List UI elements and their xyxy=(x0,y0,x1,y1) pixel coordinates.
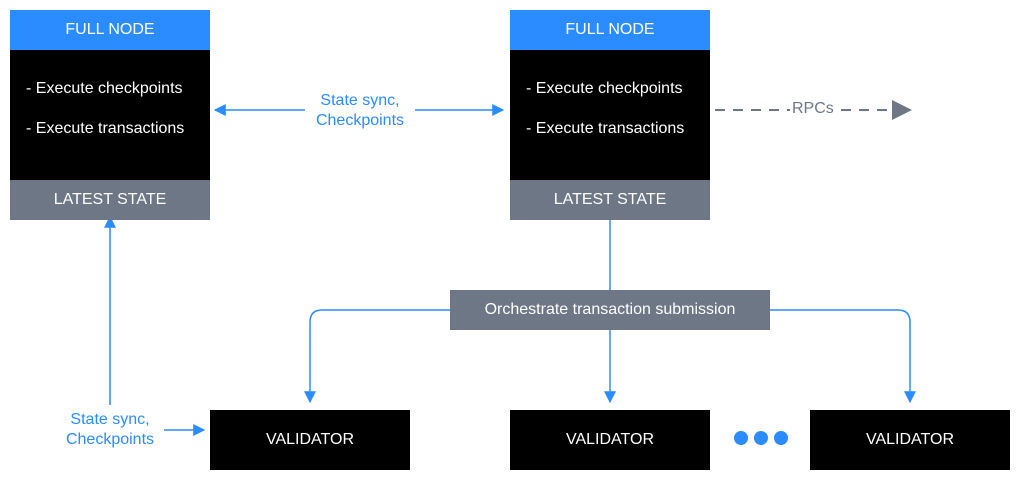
full-node-right: FULL NODE - Execute checkpoints - Execut… xyxy=(510,10,710,220)
state-sync-top-label-line-2: Checkpoints xyxy=(315,112,405,129)
full-node-header: FULL NODE xyxy=(510,10,710,50)
latest-state: LATEST STATE xyxy=(510,180,710,220)
node-task-execute-transactions: - Execute transactions xyxy=(26,120,185,137)
ellipsis-dot xyxy=(734,431,748,445)
node-task-execute-transactions: - Execute transactions xyxy=(526,120,685,137)
ellipsis-dot xyxy=(754,431,768,445)
latest-state: LATEST STATE xyxy=(10,180,210,220)
state-sync-top-label-line-1: State sync, xyxy=(320,92,400,109)
ellipsis-dot xyxy=(774,431,788,445)
validator-1: VALIDATOR xyxy=(210,410,410,470)
state-sync-top-label: State sync, Checkpoints xyxy=(305,91,415,131)
orchestrate-to-validator-3-arrow xyxy=(770,309,916,404)
validator-2: VALIDATOR xyxy=(510,410,710,470)
orchestrate-to-validator-1-arrow xyxy=(304,309,450,404)
full-node-body: - Execute checkpoints - Execute transact… xyxy=(510,50,710,180)
full-node-body: - Execute checkpoints - Execute transact… xyxy=(10,50,210,180)
state-sync-left-label-line-1: State sync, xyxy=(70,411,150,428)
node-task-execute-checkpoints: - Execute checkpoints xyxy=(526,80,683,97)
orchestrate-transaction-submission: Orchestrate transaction submission xyxy=(450,290,770,330)
validator-3: VALIDATOR xyxy=(810,410,1010,470)
state-sync-left-label: State sync, Checkpoints xyxy=(56,410,164,450)
node-task-execute-checkpoints: - Execute checkpoints xyxy=(26,80,183,97)
full-node-left: FULL NODE - Execute checkpoints - Execut… xyxy=(10,10,210,220)
rpcs-label: RPCs xyxy=(790,100,836,118)
full-node-header: FULL NODE xyxy=(10,10,210,50)
state-sync-left-label-line-2: Checkpoints xyxy=(65,431,155,448)
